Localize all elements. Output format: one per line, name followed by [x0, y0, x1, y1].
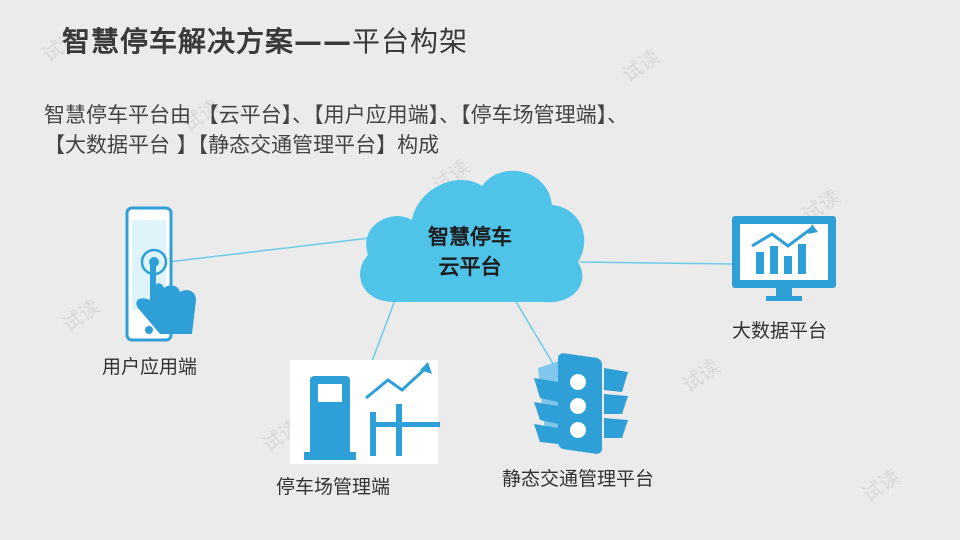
cloud-label-line-1: 智慧停车 — [428, 225, 512, 249]
parking-station-icon — [290, 360, 440, 464]
connector-traffic — [514, 299, 559, 373]
description-line-2: 【大数据平台 】【静态交通管理平台】构成 — [44, 133, 440, 157]
cloud-shape — [360, 170, 585, 303]
static-traffic-label: 静态交通管理平台 — [502, 468, 655, 490]
user-app-label: 用户应用端 — [102, 356, 198, 378]
phone-icon — [125, 206, 196, 342]
cloud-platform-label: 智慧停车 云平台 — [400, 222, 540, 282]
parking-mgmt-label: 停车场管理端 — [276, 476, 391, 498]
description-line-1: 智慧停车平台由 【云平台】、【用户应用端】、【停车场管理端】、 — [44, 103, 629, 127]
traffic-light-icon — [534, 353, 628, 454]
connector-user-app — [167, 237, 371, 263]
cloud-label-line-2: 云平台 — [438, 255, 502, 279]
title-main: 智慧停车解决方案 — [62, 25, 295, 58]
big-data-label: 大数据平台 — [732, 320, 828, 342]
page-title: 智慧停车解决方案——平台构架 — [62, 20, 468, 60]
connector-big-data — [579, 261, 736, 265]
connectors — [167, 237, 736, 381]
monitor-chart-icon — [732, 216, 836, 301]
title-dash: —— — [294, 25, 353, 58]
description: 智慧停车平台由 【云平台】、【用户应用端】、【停车场管理端】、 【大数据平台 】… — [44, 100, 804, 160]
title-sub: 平台构架 — [352, 25, 469, 58]
